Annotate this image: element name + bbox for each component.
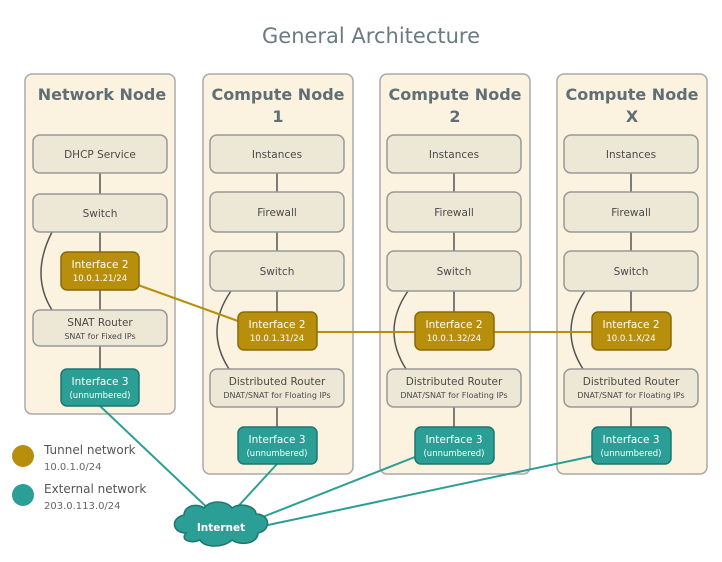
switch-label: Switch — [614, 266, 649, 278]
distributed-router-description: DNAT/SNAT for Floating IPs — [400, 391, 507, 400]
distributed-router-box — [209, 368, 345, 408]
tunnel-network-links — [137, 284, 592, 333]
tunnel-interface-box — [60, 251, 140, 291]
switch-box — [209, 250, 345, 292]
compute-node-1-title: Compute Node — [211, 85, 344, 104]
dhcp-service-box — [32, 134, 168, 174]
compute-node-x-title: Compute Node — [565, 85, 698, 104]
external-interface-name: Interface 3 — [248, 434, 305, 446]
instances-label: Instances — [429, 149, 479, 161]
tunnel-network-legend-swatch — [12, 445, 34, 467]
tunnel-interface-name: Interface 2 — [71, 259, 128, 271]
legend: Tunnel network 10.0.1.0/24 External netw… — [12, 443, 146, 512]
firewall-box — [209, 191, 345, 233]
external-interface-box — [414, 426, 495, 465]
distributed-router-name: Distributed Router — [583, 376, 680, 388]
tunnel-interface-box — [237, 311, 318, 351]
switch-label: Switch — [83, 208, 118, 220]
tunnel-interface-address: 10.0.1.X/24 — [606, 334, 655, 344]
external-interface-address: (unnumbered) — [246, 449, 307, 459]
switch-box — [32, 193, 168, 233]
compute-node-x-components: Instances Firewall Switch Interface 2 10… — [563, 134, 699, 465]
internet-label: Internet — [197, 522, 245, 534]
switch-label: Switch — [437, 266, 472, 278]
external-interface-box — [60, 368, 140, 407]
external-interface-name: Interface 3 — [602, 434, 659, 446]
internet-cloud: Internet — [173, 501, 269, 547]
cloud-icon — [173, 501, 269, 547]
external-interface-address: (unnumbered) — [423, 449, 484, 459]
distributed-router-name: Distributed Router — [229, 376, 326, 388]
compute-node-1-number: 1 — [272, 107, 283, 126]
external-link — [267, 454, 599, 526]
network-node-title: Network Node — [38, 85, 167, 104]
compute-node-1-components: Instances Firewall Switch Interface 2 10… — [209, 134, 345, 465]
external-interface-box — [591, 426, 672, 465]
instances-box — [563, 134, 699, 174]
firewall-label: Firewall — [257, 207, 297, 219]
firewall-label: Firewall — [434, 207, 474, 219]
snat-router-box — [32, 309, 168, 347]
distributed-router-box — [563, 368, 699, 408]
dhcp-service-label: DHCP Service — [64, 149, 136, 161]
switch-router-bypass-line — [570, 290, 586, 370]
compute-node-2-title: Compute Node — [388, 85, 521, 104]
distributed-router-name: Distributed Router — [406, 376, 503, 388]
external-link — [254, 454, 421, 521]
switch-box — [563, 250, 699, 292]
tunnel-interface-address: 10.0.1.21/24 — [73, 274, 127, 284]
tunnel-interface-name: Interface 2 — [602, 319, 659, 331]
external-interface-address: (unnumbered) — [600, 449, 661, 459]
switch-router-bypass-line — [40, 231, 53, 311]
tunnel-interface-address: 10.0.1.31/24 — [250, 334, 304, 344]
firewall-box — [563, 191, 699, 233]
distributed-router-description: DNAT/SNAT for Floating IPs — [577, 391, 684, 400]
tunnel-link — [137, 284, 239, 322]
external-link — [99, 405, 216, 516]
compute-node-2-number: 2 — [449, 107, 460, 126]
tunnel-network-legend-subnet: 10.0.1.0/24 — [44, 462, 101, 473]
distributed-router-description: DNAT/SNAT for Floating IPs — [223, 391, 330, 400]
external-interface-name: Interface 3 — [71, 376, 128, 388]
tunnel-interface-box — [591, 311, 672, 351]
external-network-legend-swatch — [12, 484, 34, 506]
external-network-legend-label: External network — [44, 482, 146, 496]
tunnel-interface-name: Interface 2 — [425, 319, 482, 331]
instances-label: Instances — [252, 149, 302, 161]
switch-label: Switch — [260, 266, 295, 278]
firewall-label: Firewall — [611, 207, 651, 219]
network-node-components: DHCP Service Switch Interface 2 10.0.1.2… — [32, 134, 168, 407]
switch-router-bypass-line — [216, 290, 232, 370]
tunnel-interface-name: Interface 2 — [248, 319, 305, 331]
instances-label: Instances — [606, 149, 656, 161]
external-interface-box — [237, 426, 318, 465]
firewall-box — [386, 191, 522, 233]
snat-router-name: SNAT Router — [67, 317, 133, 329]
distributed-router-box — [386, 368, 522, 408]
external-interface-name: Interface 3 — [425, 434, 482, 446]
compute-node-x-number: X — [626, 107, 639, 126]
instances-box — [209, 134, 345, 174]
switch-router-bypass-line — [393, 290, 409, 370]
instances-box — [386, 134, 522, 174]
snat-router-description: SNAT for Fixed IPs — [64, 332, 135, 341]
diagram-title: General Architecture — [262, 24, 480, 48]
external-network-legend-subnet: 203.0.113.0/24 — [44, 501, 121, 512]
internal-connectors — [40, 173, 632, 427]
tunnel-interface-address: 10.0.1.32/24 — [427, 334, 481, 344]
tunnel-network-legend-label: Tunnel network — [43, 443, 136, 457]
compute-node-2-components: Instances Firewall Switch Interface 2 10… — [386, 134, 522, 465]
external-interface-address: (unnumbered) — [69, 391, 130, 401]
tunnel-interface-box — [414, 311, 495, 351]
switch-box — [386, 250, 522, 292]
